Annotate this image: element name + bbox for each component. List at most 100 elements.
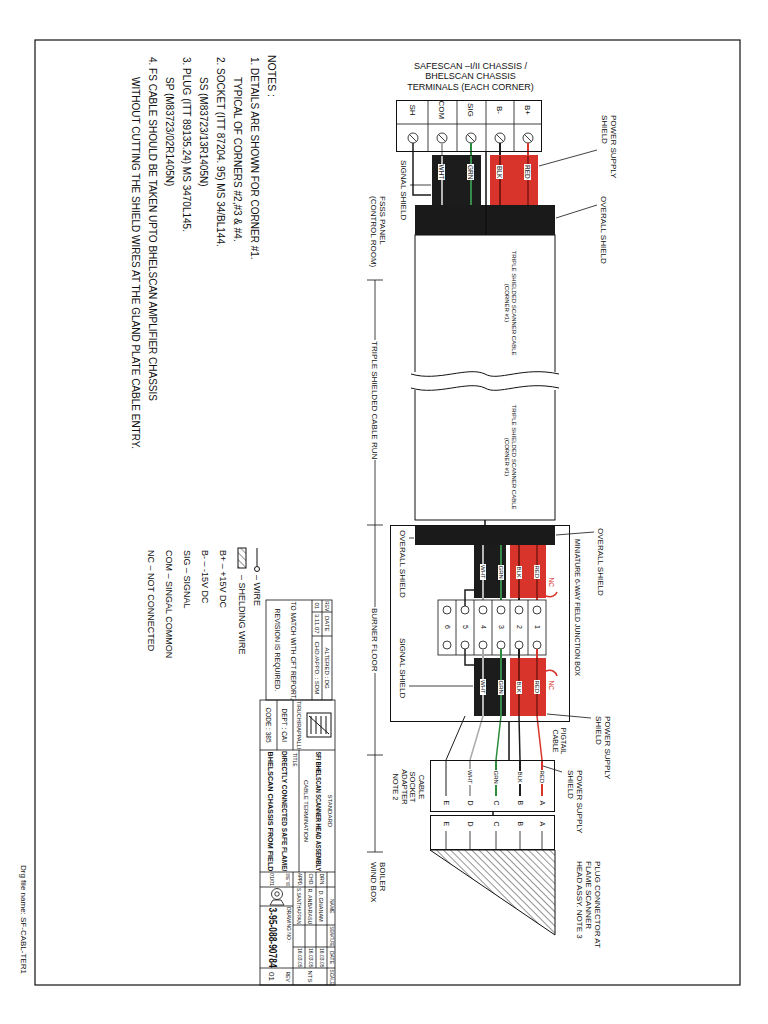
nc-label: NC — [548, 681, 555, 690]
terminal-number: 5 — [461, 625, 469, 629]
legend-abbreviation: SIG – SIGNAL — [182, 550, 192, 609]
file-name: Drg file name: SF-CABL-TER1 — [19, 865, 28, 974]
cable-text: TRIPLE SHIELDED SCANNER CABLE (CORNER #1… — [503, 396, 517, 518]
leader-line — [547, 714, 591, 718]
revision-cell: TO MATCH WITH CFT REPORT, — [289, 601, 297, 699]
wire-colour: GRN — [467, 164, 474, 180]
leader-line — [410, 185, 431, 186]
revision-cell: REV — [324, 601, 331, 611]
nc-label: NC — [548, 578, 555, 587]
revision-cell: DATE — [324, 616, 331, 632]
dimension-line — [367, 852, 383, 853]
adapter-wires — [446, 760, 447, 796]
legend-text: – WIRE — [252, 575, 262, 606]
adapter-wires — [446, 760, 542, 796]
revision-grid — [322, 600, 323, 700]
legend-symbol — [257, 548, 258, 566]
callout-label: SIGNAL SHIELD — [399, 160, 408, 220]
title-block-grid — [299, 750, 300, 872]
shield-sleeve — [432, 155, 481, 205]
junction-box-detail — [518, 649, 520, 658]
dimension-label: TRIPLE SHIELDED CABLE RUN — [370, 340, 379, 460]
junction-box-detail — [415, 525, 557, 716]
title-block-cell: 01/01 — [269, 873, 276, 886]
terminal-label: SIG — [466, 103, 475, 117]
callout-label: OVERALL SHIELD — [398, 530, 407, 598]
revision-grid — [312, 600, 313, 700]
terminal-block-detail — [525, 135, 532, 142]
cable-text: TRIPLE SHIELDED SCANNER CABLE (CORNER #1… — [503, 238, 517, 368]
company-logo — [307, 713, 331, 737]
plug-label: PLUG CONNECTOR AT FLAME SCANNER HEAD ASS… — [574, 861, 602, 953]
wire-colour: WHT — [480, 564, 487, 580]
wire-colour: WHT — [467, 769, 474, 785]
terminal-label: B- — [495, 106, 504, 114]
cable-connector — [485, 152, 487, 235]
title-block-cell: NTS — [307, 971, 314, 983]
terminal-block-detail — [396, 100, 542, 152]
terminal-number: 6 — [443, 625, 451, 629]
plug-pins — [446, 831, 542, 849]
title-block-cell: R. ANBARASU — [307, 888, 313, 924]
edge-label: PIGTAIL CABLE — [551, 722, 567, 760]
junction-box-detail — [546, 592, 557, 597]
junction-box-detail — [515, 641, 523, 649]
terminal-label: COM — [437, 101, 446, 120]
callout-label: OVERALL SHIELD — [599, 196, 608, 264]
wire-colour: BLK — [516, 681, 523, 694]
title-block-cell: 16.03.05 — [296, 948, 302, 967]
note-text: TYPICAL OF CORNERS #2,#3 & #4. — [232, 77, 244, 242]
callout-label: SIGNAL SHIELD — [398, 638, 407, 698]
title-block-cell: SF/ BHELSCAN SCANNER HEAD ASSEMBLY — [313, 751, 322, 871]
pin-letter: E — [442, 801, 450, 806]
pigtail-wires — [496, 716, 501, 760]
chassis-wires — [527, 143, 529, 156]
adapter-label: CABLE SOCKET ADAPTER NOTE 2 — [391, 761, 426, 813]
junction-box-detail — [546, 670, 557, 676]
legend-symbol — [238, 548, 260, 572]
company-logo — [316, 716, 317, 734]
cable-body — [411, 386, 559, 391]
junction-box-detail — [443, 606, 451, 614]
title-block-grid — [277, 700, 278, 750]
junction-box-detail — [510, 600, 511, 655]
terminal-block-detail — [428, 100, 429, 152]
junction-box-detail — [528, 600, 529, 655]
pin-letter: D — [466, 822, 474, 827]
drawing-number: 3-95-088-90784 — [267, 907, 279, 967]
callout-label: POWER SUPPLY SHIELD — [566, 770, 584, 838]
wire-colour: RED — [534, 680, 541, 695]
title-block-cell: 16.03.05 — [308, 948, 314, 967]
title-block-cell: APPD. — [296, 873, 302, 886]
shield-sleeve — [499, 156, 501, 205]
notes-heading: NOTES : — [266, 55, 278, 97]
junction-box-detail — [533, 606, 541, 614]
leader-line — [409, 150, 597, 772]
wire-colour: GRN — [498, 680, 505, 695]
title-block-grid — [293, 947, 335, 948]
title-block-cell: DEPT : CAI — [281, 709, 288, 742]
terminal-block-detail — [408, 133, 418, 143]
junction-box-detail — [474, 545, 506, 598]
junction-box-detail — [482, 649, 484, 658]
company-logo — [307, 713, 331, 737]
note-text: 4. FS CABLE SHOULD BE TAKEN UPTO BHELSCA… — [147, 57, 159, 401]
revision-grid — [266, 600, 332, 700]
title-block-cell: NAME — [328, 899, 334, 913]
title-block-cell: SIGNATURE — [328, 926, 334, 946]
title-block-cell: DIRECTLY CONNECTED SAFE FLAME/ — [279, 751, 288, 871]
location-label: FSSS PANEL (CONTROL ROOM) — [369, 196, 387, 276]
dimension-line — [367, 755, 383, 756]
drawing-frame — [35, 40, 740, 985]
junction-box-detail — [500, 649, 502, 658]
note-text: SP (M83723/02R1405N) — [164, 77, 176, 186]
shield-sleeve — [490, 155, 538, 205]
junction-box-detail — [533, 641, 541, 649]
junction-box-detail — [461, 641, 469, 649]
wire-colour: GRN — [493, 770, 500, 785]
terminal-number: 3 — [497, 625, 505, 629]
callout-label: POWER SUPPLY SHIELD — [600, 115, 618, 183]
revision-grid — [312, 612, 332, 613]
plug-pins — [496, 831, 497, 849]
terminal-block-detail — [468, 135, 475, 142]
